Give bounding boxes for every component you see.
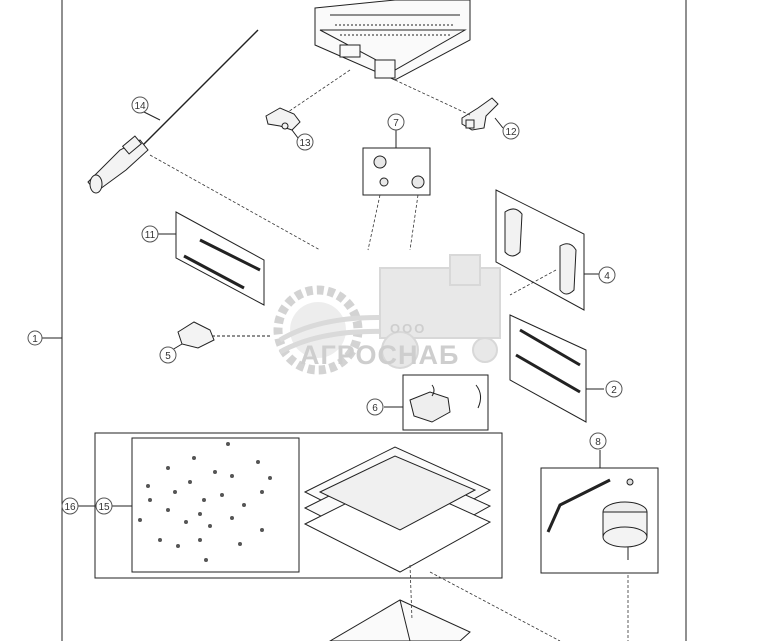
svg-text:1: 1 bbox=[32, 334, 38, 345]
callout-7[interactable]: 7 bbox=[387, 113, 405, 131]
svg-text:14: 14 bbox=[134, 101, 146, 112]
callout-11[interactable]: 11 bbox=[141, 225, 159, 243]
part-4-box bbox=[495, 189, 600, 311]
svg-text:16: 16 bbox=[64, 502, 76, 513]
svg-text:7: 7 bbox=[393, 118, 399, 129]
harvester-silhouette bbox=[379, 254, 501, 369]
callout-14[interactable]: 12 bbox=[502, 122, 520, 140]
part-11-box bbox=[158, 211, 265, 306]
svg-text:13: 13 bbox=[299, 138, 311, 149]
part-5-connector bbox=[177, 321, 270, 349]
seat-frame-top bbox=[314, 0, 471, 81]
seat-cushion-frame bbox=[303, 446, 492, 573]
callout-13[interactable]: 14 bbox=[131, 96, 149, 114]
part-6-box bbox=[384, 374, 489, 431]
watermark-company-name: АГРОСНАБ bbox=[300, 340, 459, 370]
callout-12[interactable]: 13 bbox=[296, 133, 314, 151]
callout-1[interactable]: 1 bbox=[27, 330, 62, 346]
svg-text:4: 4 bbox=[604, 271, 610, 282]
callout-15[interactable]: 15 bbox=[95, 497, 113, 515]
callout-16[interactable]: 16 bbox=[61, 497, 79, 515]
part-13-cable bbox=[87, 29, 259, 194]
callout-8[interactable]: 8 bbox=[589, 432, 607, 450]
callout-6[interactable]: 6 bbox=[366, 398, 384, 416]
svg-text:12: 12 bbox=[505, 127, 517, 138]
part-12-clip bbox=[265, 107, 301, 131]
callout-4[interactable]: 4 bbox=[598, 266, 616, 284]
seat-base-plate bbox=[329, 599, 471, 641]
svg-text:5: 5 bbox=[165, 351, 171, 362]
callout-5[interactable]: 5 bbox=[159, 346, 177, 364]
agrosnab-watermark: ООО АГРОСНАБ bbox=[273, 254, 501, 375]
part-15-box bbox=[131, 437, 300, 573]
svg-text:11: 11 bbox=[145, 230, 156, 241]
svg-text:2: 2 bbox=[611, 385, 617, 396]
fastener-hardware bbox=[138, 442, 272, 562]
frame-lines bbox=[61, 0, 687, 641]
part-8-box bbox=[540, 450, 659, 574]
svg-text:6: 6 bbox=[372, 403, 378, 414]
leader-lines bbox=[149, 69, 629, 641]
svg-text:8: 8 bbox=[595, 437, 601, 448]
callout-2[interactable]: 2 bbox=[605, 380, 623, 398]
part-2-box bbox=[509, 314, 604, 423]
part-7-box bbox=[362, 130, 431, 196]
part-14-bracket bbox=[461, 97, 499, 131]
svg-text:15: 15 bbox=[98, 502, 110, 513]
watermark-prefix: ООО bbox=[390, 321, 426, 336]
